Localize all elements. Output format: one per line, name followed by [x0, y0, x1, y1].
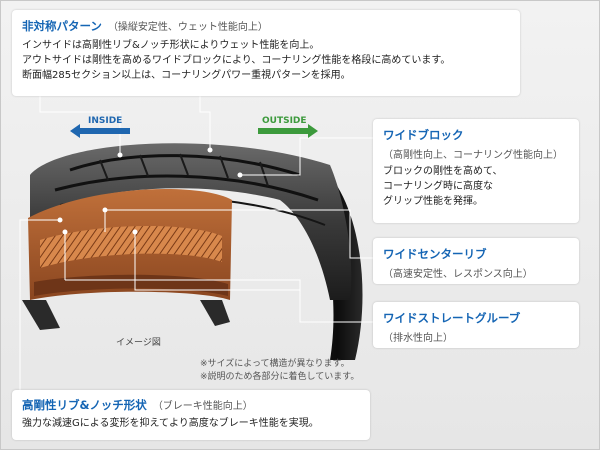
wide-block-desc: ブロックの剛性を高めて、 コーナリング時に高度な グリップ性能を発揮。 [383, 164, 569, 209]
rib-notch-heading: 高剛性リブ&ノッチ形状 （ブレーキ性能向上） [22, 397, 360, 413]
image-caption: イメージ図 [116, 338, 161, 348]
notes: ※サイズによって構造が異なります。 ※説明のため各部分に着色しています。 [200, 358, 359, 384]
leader-lines-dark [64, 210, 300, 291]
note-line: ※説明のため各部分に着色しています。 [200, 372, 360, 382]
rib-notch-subtitle: （ブレーキ性能向上） [152, 401, 253, 412]
asymmetric-pattern-title: 非対称パターン [22, 19, 102, 33]
rib-notch-box: 高剛性リブ&ノッチ形状 （ブレーキ性能向上） 強力な減速Gによる変形を抑えてより高… [12, 390, 370, 440]
tire-bead [22, 300, 60, 330]
wide-straight-groove-subtitle: （排水性向上） [383, 333, 453, 344]
wide-straight-groove-box: ワイドストレートグルーブ （排水性向上） [373, 302, 579, 348]
desc-line: ブロックの剛性を高めて、 [383, 166, 503, 177]
asymmetric-pattern-desc: インサイドは高剛性リブ&ノッチ形状によりウェット性能を向上。 アウトサイドは剛性… [22, 38, 510, 83]
desc-line: インサイドは高剛性リブ&ノッチ形状によりウェット性能を向上。 [22, 40, 320, 51]
cross-section-belts [40, 225, 222, 268]
leader-lines [19, 96, 373, 390]
desc-line: コーナリング時に高度な [383, 181, 493, 192]
rib-notch-title: 高剛性リブ&ノッチ形状 [22, 398, 147, 412]
tread-groove-1 [69, 154, 301, 177]
tire-tread [30, 143, 352, 300]
leader-dots [57, 147, 243, 235]
wide-center-rib-title: ワイドセンターリブ [383, 247, 487, 261]
tread-groove-2 [54, 174, 319, 202]
rib-notch-desc: 強力な減速Gによる変形を抑えてより高度なブレーキ性能を実現。 [22, 418, 319, 429]
tread-notches [99, 153, 269, 187]
asymmetric-pattern-subtitle: （操縦安定性、ウェット性能向上） [107, 22, 268, 33]
note-line: ※サイズによって構造が異なります。 [200, 359, 350, 369]
wide-center-rib-box: ワイドセンターリブ （高速安定性、レスポンス向上） [373, 238, 579, 284]
outside-arrow [258, 124, 318, 138]
wide-block-title: ワイドブロック [383, 128, 464, 142]
wide-straight-groove-title: ワイドストレートグルーブ [383, 311, 521, 325]
wide-block-subtitle: （高剛性向上、コーナリング性能向上） [383, 150, 563, 161]
asymmetric-pattern-box: 非対称パターン （操縦安定性、ウェット性能向上） インサイドは高剛性リブ&ノッチ形… [12, 10, 520, 96]
outside-label: OUTSIDE [262, 116, 307, 126]
tire-bead-right [200, 300, 230, 326]
desc-line: アウトサイドは剛性を高めるワイドブロックにより、コーナリング性能を格段に高めてい… [22, 55, 451, 66]
desc-line: 断面幅285セクション以上は、コーナリングパワー重視パターンを採用。 [22, 70, 351, 81]
inside-label: INSIDE [88, 116, 122, 126]
wide-center-rib-subtitle: （高速安定性、レスポンス向上） [383, 269, 533, 280]
desc-line: グリップ性能を発揮。 [383, 196, 483, 207]
wide-block-box: ワイドブロック （高剛性向上、コーナリング性能向上） ブロックの剛性を高めて、 … [373, 119, 579, 223]
inside-arrow [70, 124, 130, 138]
asymmetric-pattern-heading: 非対称パターン （操縦安定性、ウェット性能向上） [22, 18, 510, 34]
